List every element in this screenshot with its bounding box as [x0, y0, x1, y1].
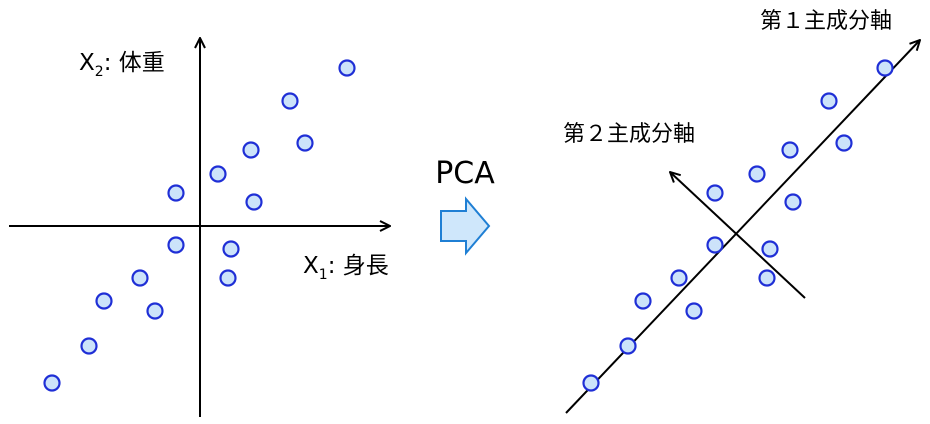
data-point	[748, 165, 766, 183]
data-point	[242, 141, 260, 159]
data-point	[761, 240, 779, 258]
data-point	[167, 184, 185, 202]
right-arrow-icon	[440, 196, 491, 256]
data-point	[296, 134, 314, 152]
data-point	[43, 374, 61, 392]
left-plot: X2: 体重 X1: 身長	[9, 38, 390, 417]
data-point	[758, 269, 776, 287]
data-point	[281, 92, 299, 110]
pc1-axis-label: 第１主成分軸	[760, 9, 892, 34]
data-point	[582, 374, 600, 392]
data-point	[706, 184, 724, 202]
data-point	[167, 236, 185, 254]
data-point	[634, 292, 652, 310]
left-scatter-points	[43, 59, 356, 392]
pca-label: PCA	[435, 156, 495, 191]
data-point	[820, 92, 838, 110]
pc1-axis	[565, 40, 920, 414]
data-point	[619, 337, 637, 355]
data-point	[209, 165, 227, 183]
pc2-axis-label: 第２主成分軸	[563, 122, 695, 147]
pca-transform: PCA	[435, 156, 495, 256]
right-scatter-points	[582, 59, 894, 392]
left-y-axis-label: X2: 体重	[79, 50, 165, 80]
data-point	[131, 269, 149, 287]
pc2-axis	[670, 172, 806, 299]
data-point	[146, 302, 164, 320]
data-point	[835, 134, 853, 152]
data-point	[685, 302, 703, 320]
data-point	[670, 269, 688, 287]
data-point	[338, 59, 356, 77]
data-point	[876, 59, 894, 77]
data-point	[784, 193, 802, 211]
data-point	[245, 193, 263, 211]
data-point	[80, 337, 98, 355]
right-plot: 第１主成分軸 第２主成分軸	[563, 9, 920, 414]
data-point	[219, 269, 237, 287]
data-point	[222, 240, 240, 258]
data-point	[706, 236, 724, 254]
data-point	[95, 292, 113, 310]
data-point	[781, 141, 799, 159]
left-x-axis-label: X1: 身長	[303, 253, 389, 283]
